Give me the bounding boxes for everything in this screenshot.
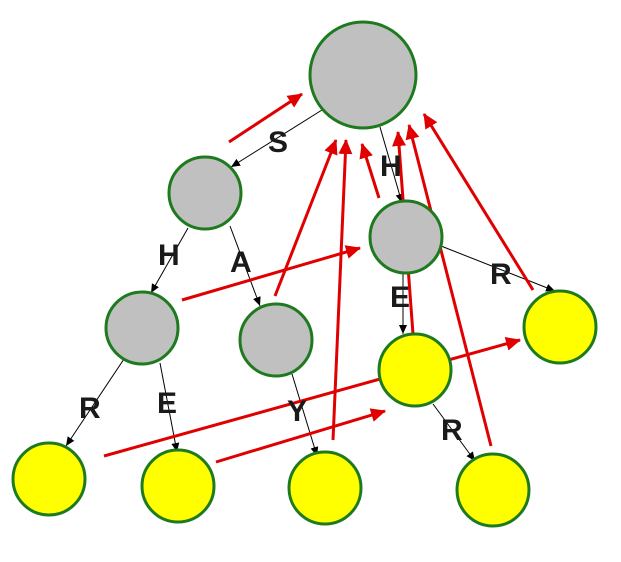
failure-link-she-to-he	[215, 408, 386, 464]
edge-label-h-he: E	[390, 281, 410, 314]
tree-edges	[65, 109, 556, 462]
edge-sh-shr	[65, 358, 125, 447]
failure-link-s	[228, 92, 303, 144]
edge-label-sh-she: E	[157, 387, 177, 420]
edge-label-he-heer: R	[441, 414, 463, 447]
node-root	[308, 20, 418, 130]
node-say	[287, 450, 363, 526]
failure-link-h	[359, 143, 381, 199]
node-he	[377, 332, 453, 408]
edge-root-s	[230, 109, 323, 168]
node-sa	[238, 302, 314, 378]
failure-link-sa	[273, 139, 338, 297]
failure-link-hr	[422, 113, 535, 291]
node-she	[140, 448, 216, 524]
failure-link-say	[331, 139, 353, 441]
node-h	[368, 199, 444, 275]
edge-label-s-sa: A	[230, 246, 252, 279]
edge-label-sa-say: Y	[287, 395, 307, 428]
edge-s-sa	[229, 225, 261, 307]
edge-s-sh	[150, 227, 189, 294]
node-shr	[11, 441, 87, 517]
failure-links	[103, 92, 535, 464]
edge-sa-say	[291, 373, 319, 457]
node-sh	[104, 290, 180, 366]
edge-label-s-sh: H	[158, 239, 180, 272]
edge-root-h	[379, 126, 404, 204]
edge-h-hr	[440, 245, 556, 292]
edge-he-heer	[432, 403, 476, 462]
edge-label-root-s: S	[268, 126, 288, 159]
node-s	[167, 155, 243, 231]
edge-label-sh-shr: R	[79, 392, 101, 425]
nodes	[11, 20, 598, 528]
edge-labels: S H H A E R R E Y R	[79, 126, 512, 447]
failure-link-sh-to-h	[181, 245, 361, 302]
node-hr	[522, 289, 598, 365]
failure-link-heer	[405, 124, 493, 447]
edge-label-h-hr: R	[490, 258, 512, 291]
edge-label-root-h: H	[380, 150, 402, 183]
node-heer	[455, 452, 531, 528]
